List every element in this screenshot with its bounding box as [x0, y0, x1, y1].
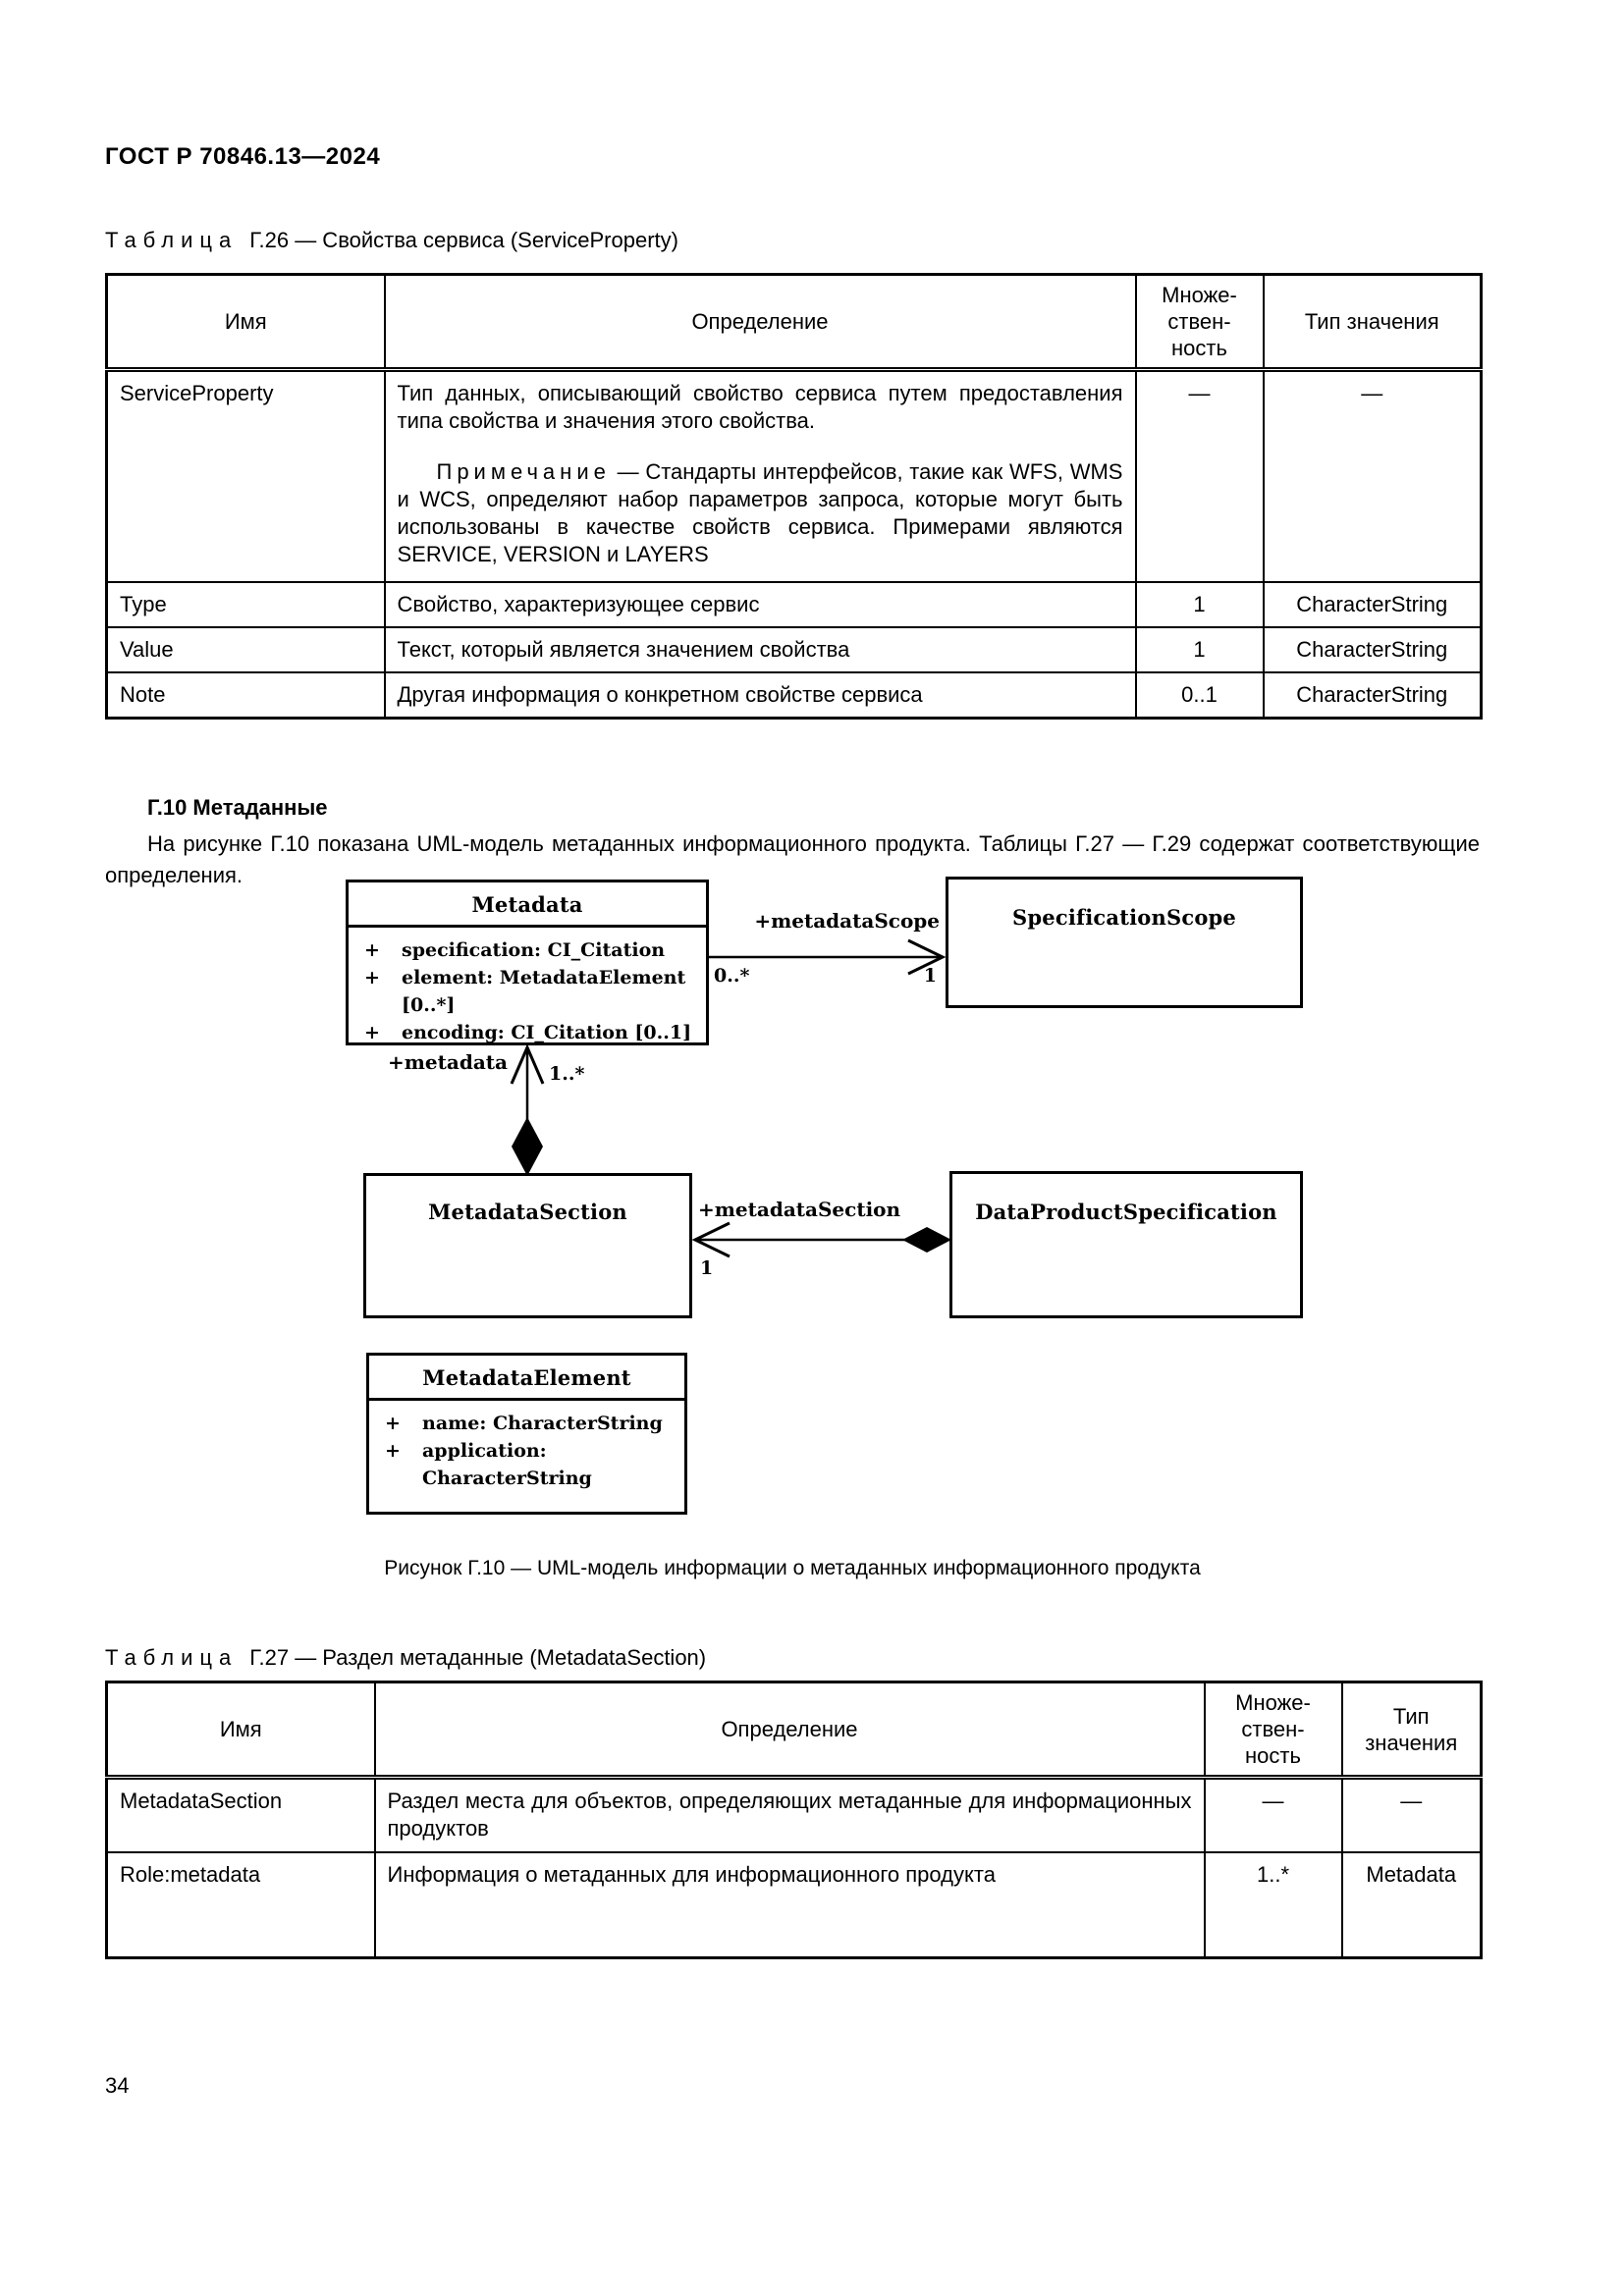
cell-name: Value: [105, 625, 386, 673]
table-row-value: Value Текст, который является значением …: [105, 625, 1483, 673]
multiplicity-label: 1..*: [549, 1063, 585, 1085]
cell-multiplicity: —: [1203, 1776, 1343, 1853]
cell-definition: Текст, который является значением свойст…: [383, 625, 1137, 673]
role-label-metadata-section: +metadataSection: [698, 1198, 901, 1221]
composition-diamond-icon: [512, 1117, 543, 1176]
column-header-value-type: Тип значения: [1262, 273, 1483, 372]
uml-diagram-figure: Metadata + specification: CI_Citation + …: [105, 874, 1480, 1551]
class-title: DataProductSpecification: [975, 1200, 1277, 1224]
visibility-plus: +: [385, 1413, 401, 1434]
table-g27-caption-text: Г.27 — Раздел метаданные (MetadataSectio…: [249, 1645, 707, 1670]
cell-multiplicity: 1: [1134, 625, 1265, 673]
uml-connectors: [510, 938, 951, 1258]
cell-definition: Свойство, характеризующее сервис: [383, 580, 1137, 628]
class-title: SpecificationScope: [1012, 905, 1236, 930]
table-g26-caption-text: Г.26 — Свойства сервиса (ServiceProperty…: [249, 228, 678, 252]
section-heading: Г.10 Метаданные: [147, 795, 328, 820]
table-row-note: Note Другая информация о конкретном свой…: [105, 670, 1483, 719]
class-attribute: + element: MetadataElement [0..*]: [349, 964, 706, 1019]
cell-note: Примечание — Стандарты интерфейсов, таки…: [398, 458, 1123, 568]
table-metadata-section: Имя Определение Множе- ствен- ность Тип …: [105, 1681, 1483, 1959]
class-title: MetadataElement: [369, 1356, 684, 1401]
column-header-name: Имя: [105, 1681, 376, 1780]
cell-multiplicity: 1: [1134, 580, 1265, 628]
attribute-text: specification: CI_Citation: [402, 939, 666, 961]
uml-class-metadata-section: MetadataSection: [363, 1173, 692, 1318]
multiplicity-label: 0..*: [714, 965, 750, 987]
standard-code: ГОСТ Р 70846.13—2024: [105, 143, 381, 170]
visibility-plus: +: [385, 1440, 401, 1462]
uml-class-metadata-element: MetadataElement + name: CharacterString …: [366, 1353, 687, 1515]
table-g26-caption-word: Таблица: [105, 228, 239, 252]
cell-name: ServiceProperty: [105, 368, 386, 583]
multiplicity-label: 1: [923, 965, 937, 987]
cell-value-type: CharacterString: [1262, 580, 1483, 628]
column-header-multiplicity: Множе- ствен- ность: [1134, 273, 1265, 372]
column-header-definition: Определение: [383, 273, 1137, 372]
role-label-metadata-scope: +metadataScope: [754, 909, 940, 933]
column-header-name: Имя: [105, 273, 386, 372]
class-title: Metadata: [349, 882, 706, 928]
cell-multiplicity: 0..1: [1134, 670, 1265, 719]
table-g27-caption: Таблица Г.27 — Раздел метаданные (Metadat…: [105, 1645, 706, 1671]
class-attribute: + specification: CI_Citation: [349, 936, 706, 964]
section-paragraph: На рисунке Г.10 показана UML-модель мета…: [105, 831, 1480, 887]
uml-class-specification-scope: SpecificationScope: [946, 877, 1303, 1008]
cell-multiplicity: 1..*: [1203, 1850, 1343, 1959]
table-service-property: Имя Определение Множе- ствен- ность Тип …: [105, 273, 1483, 720]
cell-name: Role:metadata: [105, 1850, 376, 1959]
figure-caption: Рисунок Г.10 — UML-модель информации о м…: [384, 1557, 1201, 1579]
cell-value-type: CharacterString: [1262, 625, 1483, 673]
column-header-multiplicity: Множе- ствен- ность: [1203, 1681, 1343, 1780]
cell-definition: Тип данных, описывающий свойство сервиса…: [397, 381, 1123, 433]
cell-multiplicity: —: [1134, 368, 1265, 583]
visibility-plus: +: [364, 1022, 380, 1043]
table-row-role-metadata: Role:metadata Информация о метаданных дл…: [105, 1850, 1483, 1959]
column-header-value-type: Тип значения: [1340, 1681, 1483, 1780]
table-g26-caption: Таблица Г.26 — Свойства сервиса (ServiceP…: [105, 228, 678, 253]
uml-class-metadata: Metadata + specification: CI_Citation + …: [346, 880, 709, 1045]
attribute-text: encoding: CI_Citation [0..1]: [402, 1022, 692, 1043]
cell-value-type: —: [1262, 368, 1483, 583]
class-title: MetadataSection: [428, 1200, 627, 1224]
cell-value-type: CharacterString: [1262, 670, 1483, 719]
attribute-text: application: CharacterString: [422, 1440, 592, 1489]
column-header-definition: Определение: [373, 1681, 1206, 1780]
composition-diamond-icon: [902, 1227, 951, 1253]
table-header-row: Имя Определение Множе- ствен- ность Тип …: [105, 1681, 1483, 1780]
class-attributes: + specification: CI_Citation + element: …: [349, 928, 706, 1046]
table-row-metadatasection: MetadataSection Раздел места для объекто…: [105, 1776, 1483, 1853]
class-attribute: + application: CharacterString: [369, 1437, 684, 1492]
class-attributes: + name: CharacterString + application: C…: [369, 1401, 684, 1492]
class-attribute: + name: CharacterString: [369, 1410, 684, 1437]
class-attribute: + encoding: CI_Citation [0..1]: [349, 1019, 706, 1046]
cell-value-type: —: [1340, 1776, 1483, 1853]
attribute-text: element: MetadataElement [0..*]: [402, 967, 686, 1016]
cell-definition: Раздел места для объектов, определяющих …: [373, 1776, 1206, 1853]
open-arrow-icon: [907, 938, 947, 976]
note-text: — Стандарты интерфейсов, такие как WFS, …: [397, 459, 1123, 566]
table-g27-caption-word: Таблица: [105, 1645, 239, 1670]
note-label: Примечание: [436, 459, 611, 484]
page-number: 34: [105, 2073, 130, 2098]
attribute-text: name: CharacterString: [422, 1413, 663, 1434]
table-row-serviceproperty: ServiceProperty Тип данных, описывающий …: [105, 368, 1483, 583]
cell-value-type: Metadata: [1340, 1850, 1483, 1959]
multiplicity-label: 1: [700, 1257, 714, 1279]
uml-class-data-product-specification: DataProductSpecification: [949, 1171, 1303, 1318]
open-arrow-icon: [691, 1221, 731, 1258]
cell-definition: Другая информация о конкретном свойстве …: [383, 670, 1137, 719]
cell-definition: Информация о метаданных для информационн…: [373, 1850, 1206, 1959]
open-arrow-icon: [510, 1043, 545, 1085]
table-header-row: Имя Определение Множе- ствен- ность Тип …: [105, 273, 1483, 372]
cell-name: Note: [105, 670, 386, 719]
cell-name: Type: [105, 580, 386, 628]
table-row-type: Type Свойство, характеризующее сервис 1 …: [105, 580, 1483, 628]
visibility-plus: +: [364, 939, 380, 961]
visibility-plus: +: [364, 967, 380, 988]
cell-name: MetadataSection: [105, 1776, 376, 1853]
role-label-metadata: +metadata: [388, 1050, 508, 1074]
